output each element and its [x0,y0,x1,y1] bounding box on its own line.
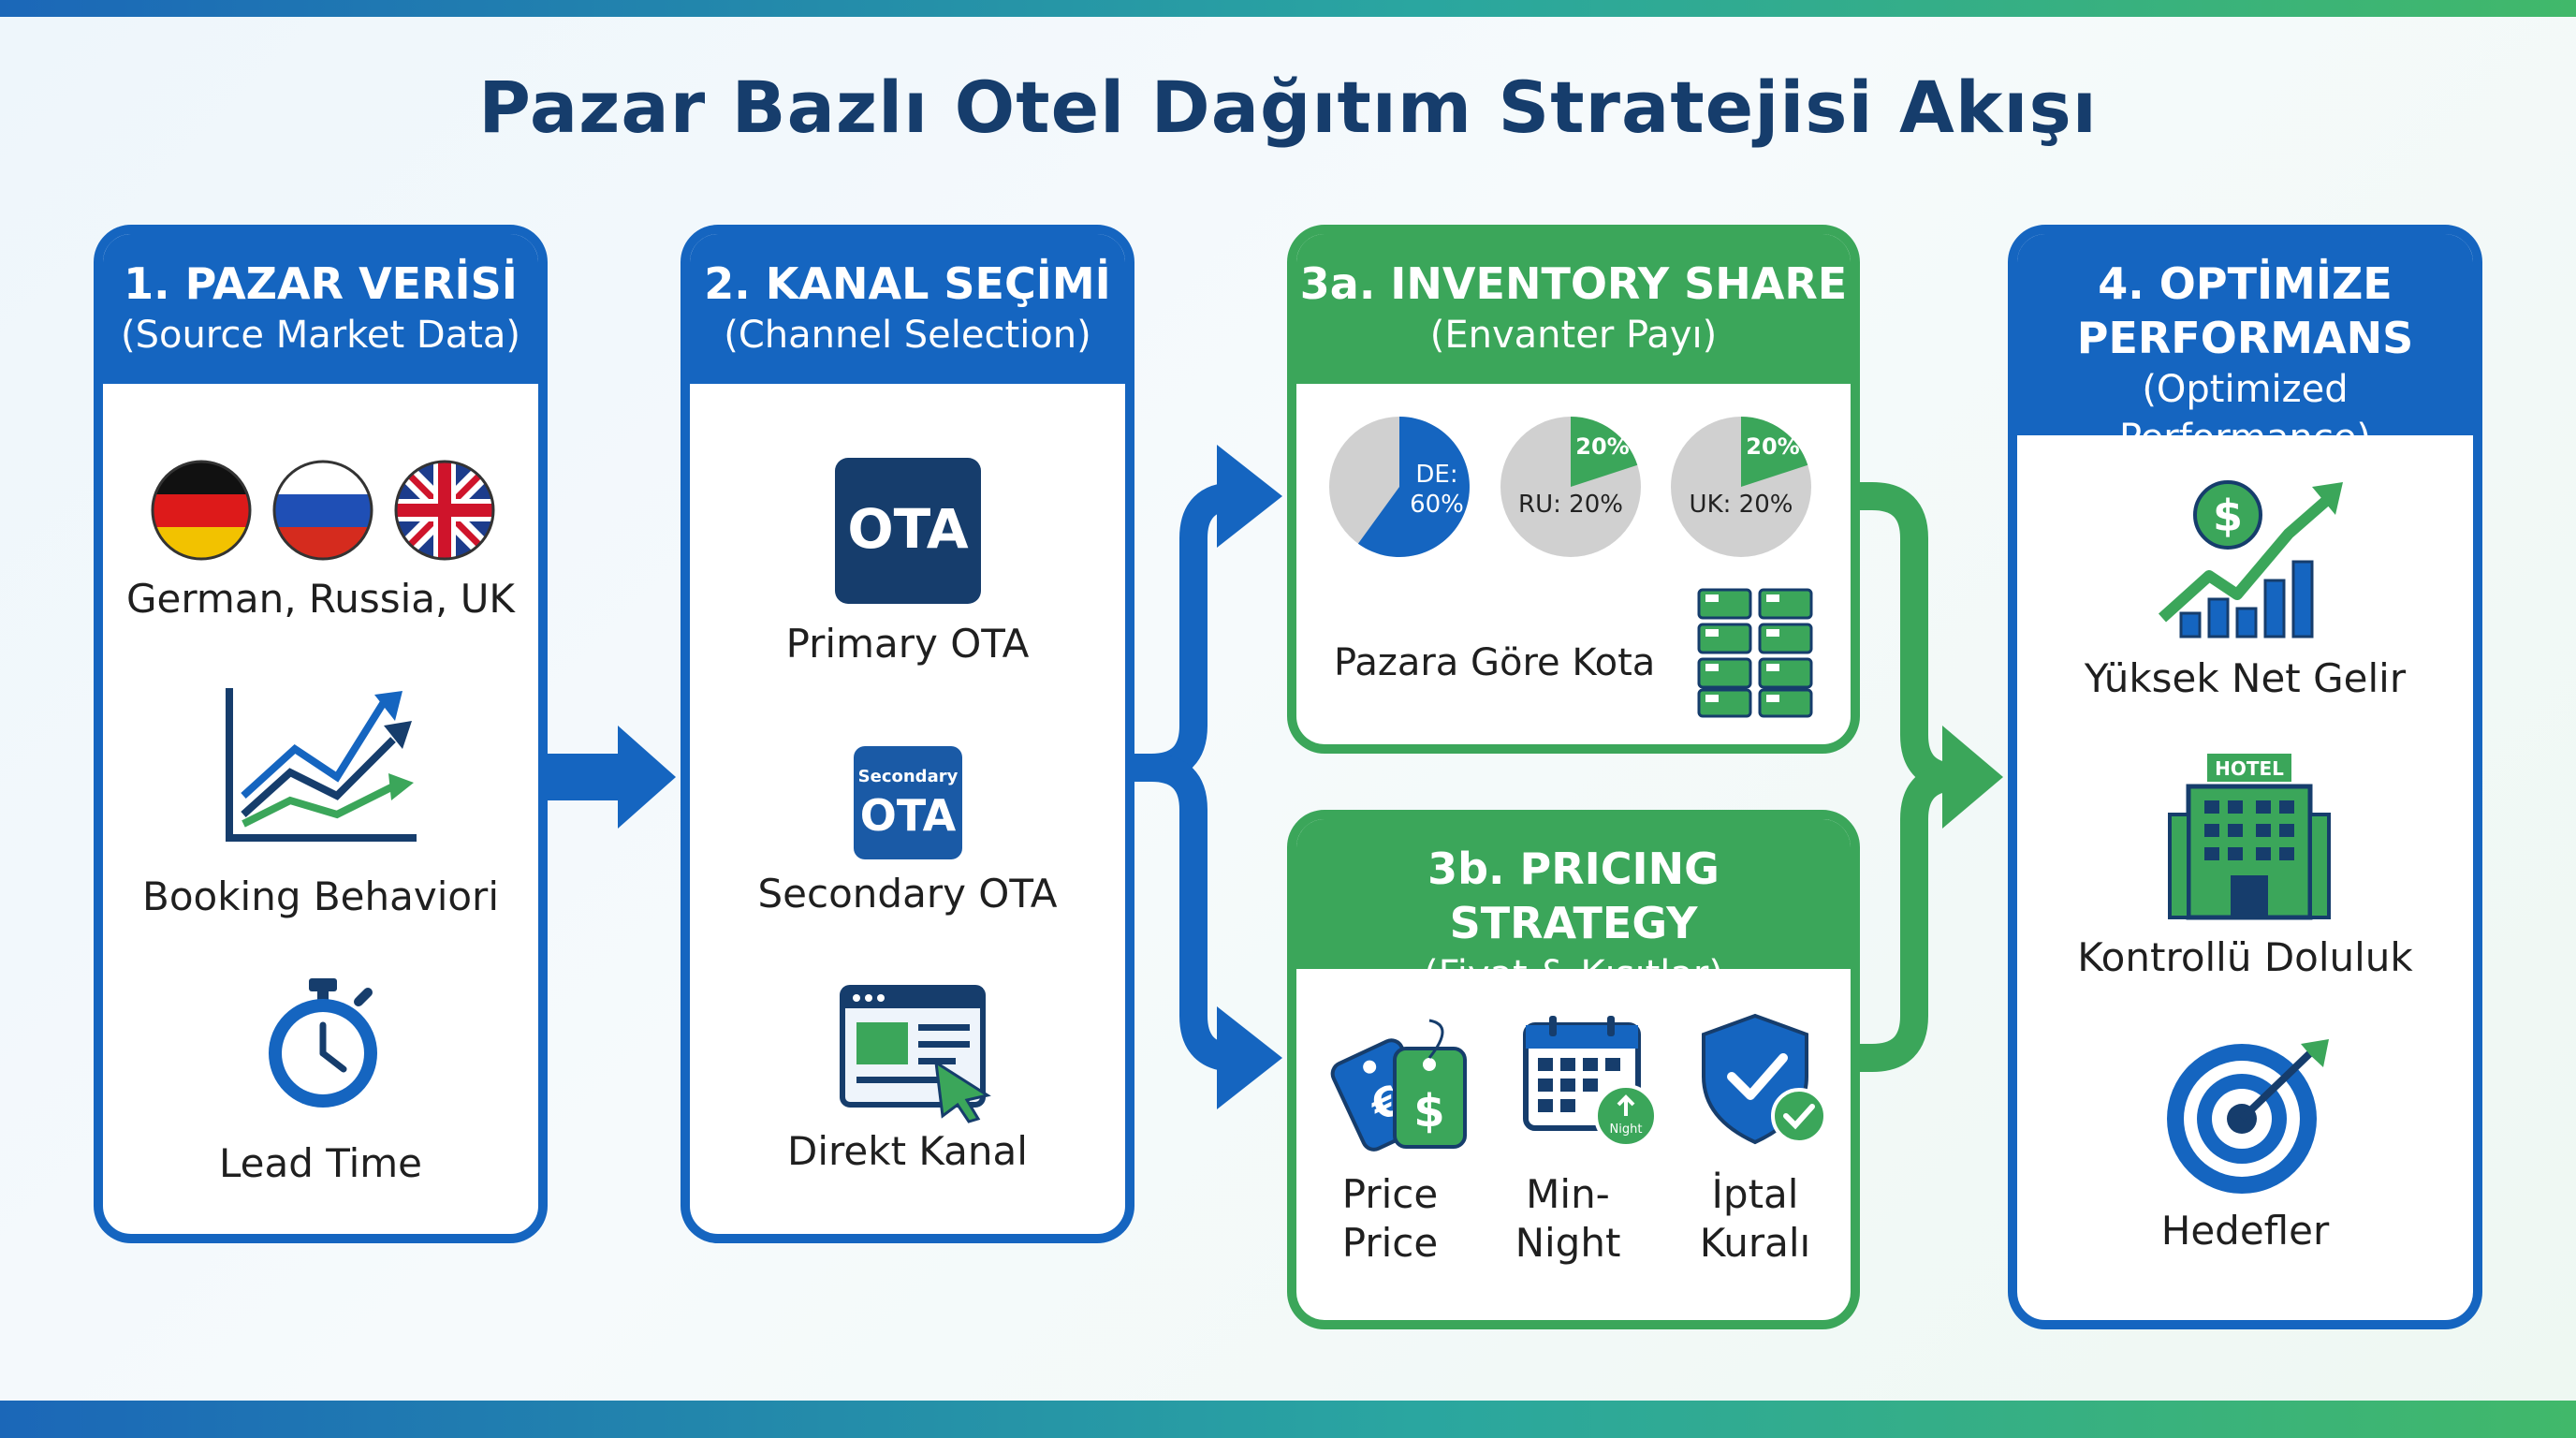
hotel-icon: HOTEL [2168,754,2331,920]
pie-badge: 20% [1746,433,1799,460]
panel-subheading: (Envanter Payı) [1429,314,1718,357]
panel-heading: 4. OPTİMİZE [2098,258,2393,309]
top-accent-bar [0,0,2576,17]
market-item-label: Lead Time [218,1140,423,1186]
market-item-label: German, Russia, UK [126,576,515,622]
bottom-accent-bar [0,1401,2576,1438]
panel-subheading: (Optimized Performance) [2118,368,2372,460]
pie-badge: 20% [1575,433,1629,460]
pricing-item-label: Price Price [1306,1170,1474,1268]
panel-heading: 1. PAZAR VERİSİ [124,258,518,309]
performance-item-label: Yüksek Net Gelir [2084,655,2407,701]
pie-de: DE: 60% [1329,417,1470,557]
pie-label: RU: 20% [1518,491,1623,519]
channel-item-label: Primary OTA [785,621,1030,667]
pie-label: DE: [1415,461,1457,489]
panel-header: 2. KANAL SEÇİMİ (Channel Selection) [690,234,1125,384]
target-icon [2167,1039,2329,1194]
panel-heading: 3b. PRICING STRATEGY [1427,844,1720,948]
panel-subheading: (Fiyat & Kısıtlar) [1424,953,1723,996]
secondary-badge-text: Secondary [858,767,959,786]
pricing-label-line2: Kuralı [1699,1220,1811,1266]
performance-item-label: Kontrollü Doluluk [2077,934,2413,980]
panel-pricing-strategy: 3b. PRICING STRATEGY (Fiyat & Kısıtlar) … [1287,810,1860,1329]
channel-item-label: Secondary OTA [757,871,1058,917]
beds-icon [1697,588,1813,718]
stopwatch-icon [269,978,377,1108]
pricing-label-line2: Night [1515,1220,1621,1266]
pricing-label-line2: Price [1341,1220,1439,1266]
panel-heading: 2. KANAL SEÇİMİ [704,258,1111,309]
panel-subheading: (Source Market Data) [120,314,521,357]
panel-header: 3a. INVENTORY SHARE (Envanter Payı) [1296,234,1851,384]
pricing-item-label: İptal Kuralı [1671,1170,1839,1268]
browser-click-icon [840,985,991,1123]
panel-header: 3b. PRICING STRATEGY (Fiyat & Kısıtlar) [1296,819,1851,996]
panel-header: 1. PAZAR VERİSİ (Source Market Data) [103,234,538,384]
shield-check-icon [1702,1013,1827,1145]
ota-badge-text: OTA [860,790,957,841]
night-badge-text: Night [1610,1123,1643,1137]
ota-icon: OTA [835,458,981,604]
arrow-head-pricing [1217,1006,1282,1109]
panel-header: 4. OPTİMİZE PERFORMANS (Optimized Perfor… [2017,234,2473,460]
secondary-ota-icon: Secondary OTA [854,746,962,859]
pricing-item-label: Min- Night [1484,1170,1652,1268]
price-tags-icon: € $ [1330,1019,1467,1152]
pricing-label-line1: İptal [1711,1171,1799,1217]
quota-label: Pazara Göre Kota [1334,641,1656,684]
hotel-badge-text: HOTEL [2215,757,2284,780]
arrow-channel-split [1133,482,1237,1072]
arrow-merge [1858,482,1957,1072]
flags-icon [151,460,495,561]
panel-optimized-performance: 4. OPTİMİZE PERFORMANS (Optimized Perfor… [2008,225,2482,1329]
panel-heading: PERFORMANS [2076,313,2414,363]
pie-uk: 20% UK: 20% [1671,417,1811,557]
pie-label: 60% [1410,491,1464,519]
arrow-head-performance [1942,726,2003,829]
performance-item-label: Hedefler [2160,1208,2330,1254]
pricing-label-line1: Price [1341,1171,1439,1217]
panel-subheading: (Channel Selection) [724,314,1091,357]
pie-charts: DE: 60% 20% RU: 20% 20% UK: 20% [1329,417,1811,557]
revenue-growth-icon: $ [2158,480,2343,638]
market-item-label: Booking Behaviori [142,873,499,919]
channel-item-label: Direkt Kanal [787,1128,1028,1174]
arrow-market-to-channel [543,726,676,829]
panel-market-data: 1. PAZAR VERİSİ (Source Market Data) Ger… [94,225,548,1243]
panel-heading: 3a. INVENTORY SHARE [1299,258,1848,309]
ota-badge-text: OTA [847,497,968,561]
calendar-icon: Night [1523,1016,1658,1148]
pricing-label-line1: Min- [1526,1171,1610,1217]
panel-channel-selection: 2. KANAL SEÇİMİ (Channel Selection) OTA … [681,225,1134,1243]
page-title: Pazar Bazlı Otel Dağıtım Stratejisi Akış… [478,66,2098,149]
trend-chart-icon [226,688,417,842]
pie-label: UK: 20% [1690,491,1793,519]
svg-text:$: $ [2213,491,2243,541]
pie-ru: 20% RU: 20% [1500,417,1641,557]
arrow-head-inventory [1217,445,1282,548]
svg-text:$: $ [1413,1085,1444,1137]
panel-inventory-share: 3a. INVENTORY SHARE (Envanter Payı) DE: … [1287,225,1860,754]
